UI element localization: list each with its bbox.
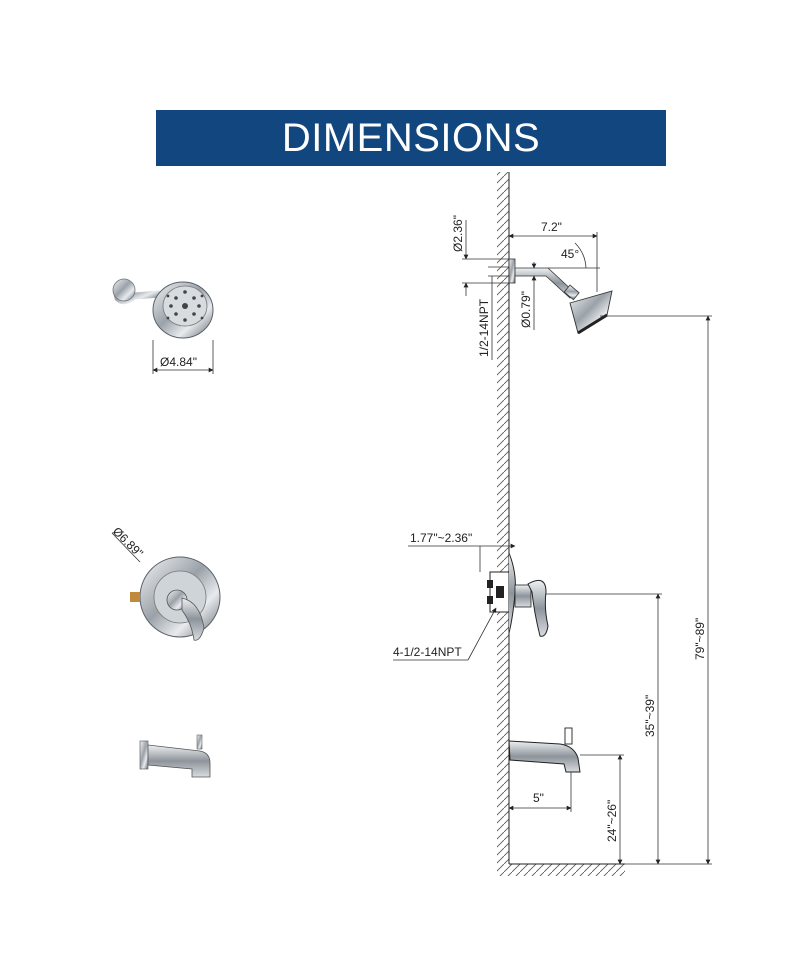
tub-spout-drawing [508, 727, 581, 773]
tub-spout-photo [139, 734, 211, 778]
shower-arm-drawing [508, 258, 613, 335]
valve-trim-diameter-label: Ø6.89" [110, 524, 146, 560]
arm-pipe-diameter-label: Ø0.79" [519, 291, 533, 328]
valve-depth-label: 1.77"~2.36" [410, 531, 472, 545]
page-title: DIMENSIONS [156, 110, 666, 166]
valve-height-label: 35"~39" [643, 695, 657, 737]
showerhead-height-label: 79"~89" [693, 618, 707, 660]
arm-length-label: 7.2" [541, 220, 562, 234]
arm-angle-label: 45° [561, 247, 579, 261]
spout-length-label: 5" [533, 791, 544, 805]
showerhead-photo [112, 278, 214, 374]
spout-height-label: 24"~26" [605, 800, 619, 842]
arm-thread-label: 1/2-14NPT [477, 298, 491, 357]
arm-flange-diameter-label: Ø2.36" [451, 215, 465, 252]
valve-trim-photo [130, 556, 221, 641]
valve-drawing [487, 552, 549, 637]
wall [497, 172, 625, 876]
showerhead-diameter-label: Ø4.84" [160, 355, 197, 369]
valve-thread-label: 4-1/2-14NPT [393, 645, 462, 659]
valve-trim-leader [111, 532, 141, 563]
